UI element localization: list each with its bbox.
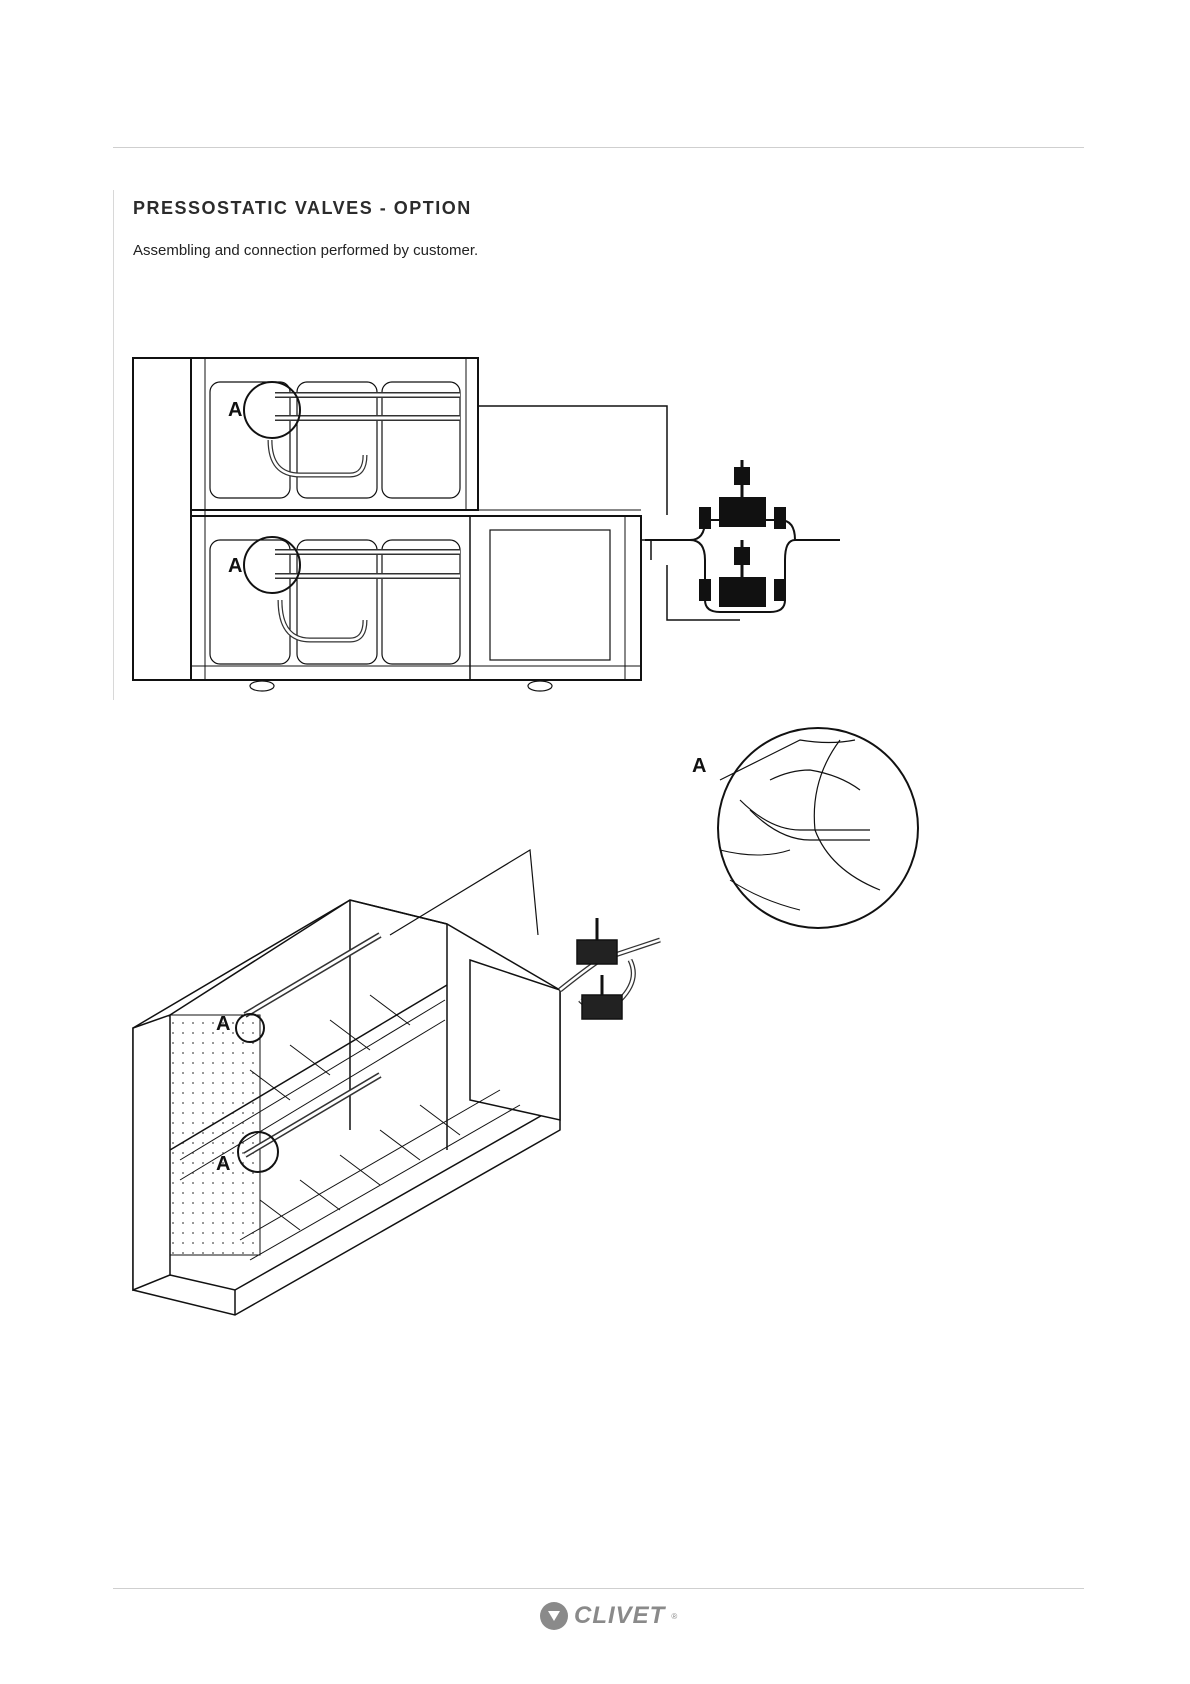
clivet-logo-icon: [540, 1602, 568, 1630]
label-a-upper: A: [228, 399, 242, 421]
clivet-logo: CLIVET ®: [540, 1602, 677, 1630]
detail-a-view: [718, 728, 918, 928]
isometric-view-diagram: [133, 850, 660, 1315]
side-panel: [133, 358, 191, 680]
clivet-logo-text: CLIVET: [574, 1602, 665, 1630]
registered-mark: ®: [671, 1612, 677, 1621]
upper-module: [191, 358, 478, 510]
label-a-detail: A: [692, 755, 706, 777]
footer-rule: [113, 1588, 1084, 1589]
label-a-lower: A: [228, 555, 242, 577]
label-a-iso-upper: A: [216, 1013, 230, 1035]
label-a-iso-lower: A: [216, 1153, 230, 1175]
